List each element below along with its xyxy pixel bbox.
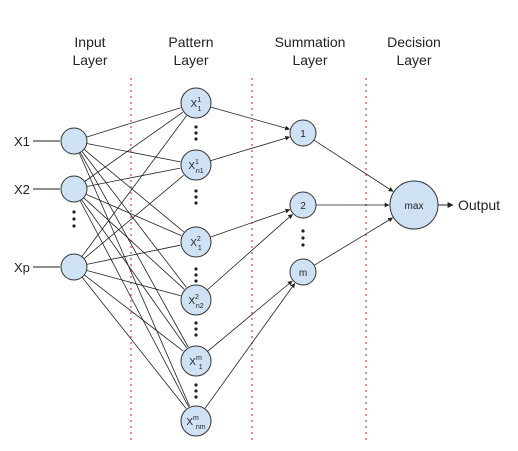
edge-input-0-pattern-5 xyxy=(78,152,190,407)
pattern-layer-title: Pattern xyxy=(168,34,213,50)
edge-pattern-4-sum-2 xyxy=(207,280,293,352)
input-layer: X1 X2 Xp xyxy=(14,127,88,281)
input-node-x2 xyxy=(60,175,88,203)
input-layer-title: Input xyxy=(74,34,105,50)
edge-input-0-pattern-2 xyxy=(83,148,184,233)
edge-input-2-pattern-2 xyxy=(86,244,181,265)
edge-input-0-pattern-1 xyxy=(86,143,181,163)
svg-text:m: m xyxy=(299,268,307,279)
layer-headers: Input Layer Pattern Layer Summation Laye… xyxy=(72,34,440,68)
edge-pattern-1-sum-0 xyxy=(210,135,291,162)
edge-pattern-0-sum-0 xyxy=(210,106,290,131)
svg-text:X21: X21 xyxy=(190,236,202,252)
pattern-ellipsis-3 xyxy=(194,267,198,283)
connections xyxy=(78,106,394,410)
input-label-x1: X1 xyxy=(14,134,30,149)
decision-layer-title-2: Layer xyxy=(396,52,431,68)
decision-layer: max Output xyxy=(389,180,500,230)
edge-input-1-pattern-2 xyxy=(85,193,182,236)
edge-input-1-pattern-0 xyxy=(84,111,184,182)
ellipsis-dots xyxy=(72,125,305,399)
summation-node-m: m xyxy=(289,258,317,286)
svg-text:2: 2 xyxy=(300,201,306,212)
summation-ellipsis xyxy=(301,229,305,247)
summation-node-2: 2 xyxy=(289,191,317,219)
edge-input-1-pattern-1 xyxy=(86,167,181,187)
edge-pattern-3-sum-1 xyxy=(206,213,293,291)
edge-input-1-pattern-4 xyxy=(81,199,188,349)
input-ellipsis xyxy=(72,210,76,228)
pattern-ellipsis-2 xyxy=(194,189,198,205)
edge-sum-0-decision xyxy=(313,139,394,192)
edge-input-1-pattern-3 xyxy=(83,197,185,290)
output-label: Output xyxy=(458,197,500,213)
edge-pattern-5-sum-2 xyxy=(204,283,296,410)
input-node-x1 xyxy=(60,127,88,155)
decision-node-label: max xyxy=(405,201,424,212)
edge-input-0-pattern-3 xyxy=(81,151,187,288)
edge-sum-2-decision xyxy=(313,217,394,266)
edge-input-0-pattern-0 xyxy=(86,107,181,138)
svg-text:1: 1 xyxy=(300,129,306,140)
input-label-x2: X2 xyxy=(14,182,30,197)
svg-text:X11: X11 xyxy=(191,97,202,113)
svg-text:Xm1: Xm1 xyxy=(189,355,203,371)
input-label-xp: Xp xyxy=(14,260,30,275)
edge-input-2-pattern-1 xyxy=(83,174,184,260)
input-layer-title-2: Layer xyxy=(72,52,107,68)
edge-input-2-pattern-3 xyxy=(86,270,181,297)
pattern-ellipsis-1 xyxy=(194,125,198,141)
edge-pattern-2-sum-1 xyxy=(210,208,291,238)
input-node-xp xyxy=(60,253,88,281)
edge-input-2-pattern-5 xyxy=(81,276,187,409)
summation-node-1: 1 xyxy=(289,119,317,147)
edge-input-0-pattern-4 xyxy=(79,152,189,348)
layer-dividers xyxy=(130,78,367,440)
decision-layer-title: Decision xyxy=(387,34,441,50)
edge-input-2-pattern-0 xyxy=(81,115,187,257)
summation-layer: 1 2 m xyxy=(289,119,317,286)
edge-input-2-pattern-4 xyxy=(84,274,184,352)
pattern-layer-title-2: Layer xyxy=(173,52,208,68)
pattern-ellipsis-5 xyxy=(194,383,198,399)
summation-layer-title: Summation xyxy=(275,34,346,50)
pattern-ellipsis-4 xyxy=(194,321,198,337)
summation-layer-title-2: Layer xyxy=(292,52,327,68)
